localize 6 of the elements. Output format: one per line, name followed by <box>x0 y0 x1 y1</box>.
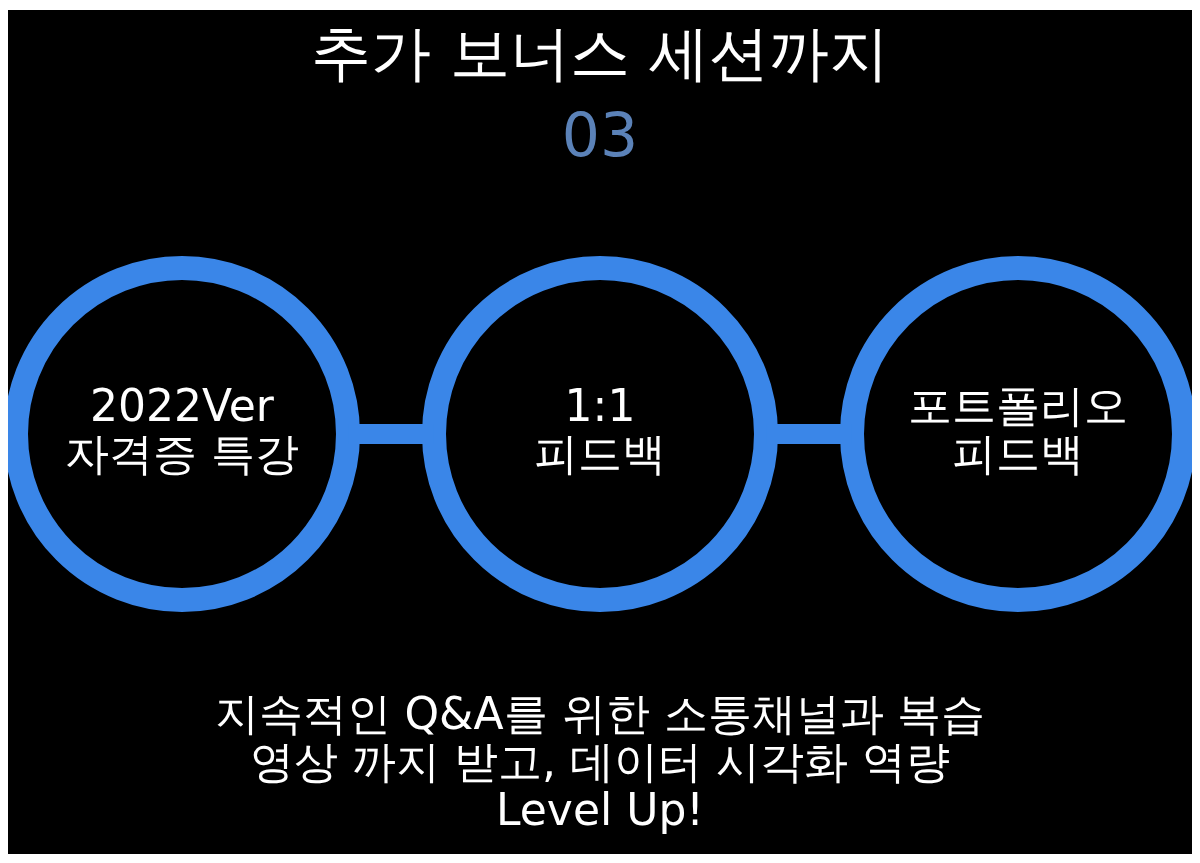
diagram-title: 추가 보너스 세션까지 <box>310 17 890 88</box>
label: 03 <box>561 99 639 170</box>
node-circle: 1:1 피드백 <box>422 255 778 612</box>
label: 지속적인 Q&A를 위한 소통채널과 복습 영상 까지 받고, 데이터 시각화 역량 Level Up! <box>214 687 986 835</box>
node-circle: 포트폴리오 피드백 <box>840 255 1192 612</box>
node-circle: 2022Ver 자격증 특강 <box>8 255 360 612</box>
